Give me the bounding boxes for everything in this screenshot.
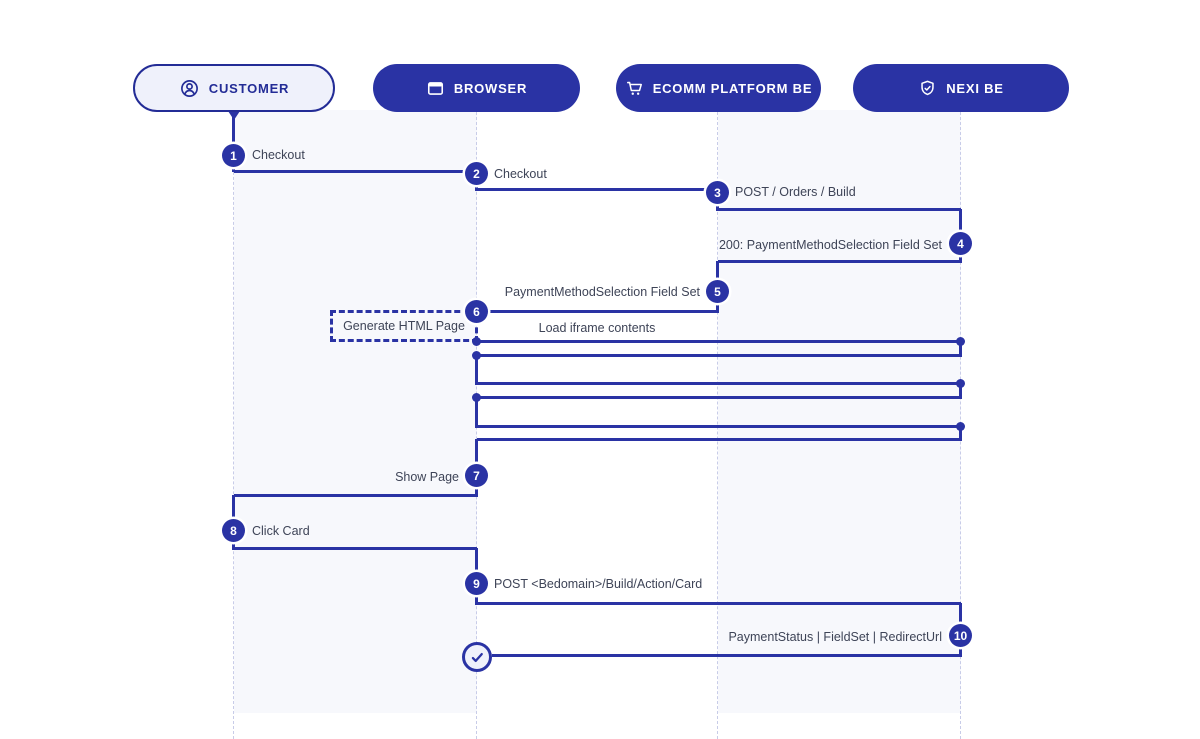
flow-line: [959, 383, 962, 399]
sync-dot: [956, 422, 965, 431]
step-2-badge: 2: [465, 162, 488, 185]
flow-line: [477, 188, 718, 191]
flow-line: [477, 602, 961, 605]
flow-line: [477, 396, 961, 399]
flow-line: [477, 354, 961, 357]
flow-line: [718, 260, 961, 263]
flow-line: [477, 382, 961, 385]
step-10-label: PaymentStatus | FieldSet | RedirectUrl: [728, 630, 942, 644]
shopping-cart-icon: [625, 79, 644, 98]
background-panel: [234, 110, 477, 713]
step-1-label: Checkout: [252, 148, 305, 162]
sync-dot: [956, 379, 965, 388]
step-8-badge: 8: [222, 519, 245, 542]
step-9-label: POST <Bedomain>/Build/Action/Card: [494, 577, 703, 591]
note-load-iframe-contents: Load iframe contents: [538, 321, 656, 335]
step-7-label: Show Page: [395, 470, 459, 484]
note-generate-html-page: Generate HTML Page: [330, 310, 478, 342]
flow-line: [475, 397, 478, 428]
step-10-badge: 10: [949, 624, 972, 647]
flow-line: [477, 340, 961, 343]
flow-line: [232, 112, 235, 172]
step-7-badge: 7: [465, 464, 488, 487]
flow-line: [477, 425, 961, 428]
step-9-badge: 9: [465, 572, 488, 595]
flow-line: [475, 355, 478, 385]
actor-pill-browser: BROWSER: [373, 64, 580, 112]
lifeline-customer: [233, 112, 234, 739]
flow-line: [718, 208, 961, 211]
sync-dot: [472, 351, 481, 360]
flow-line: [234, 547, 477, 550]
step-3-badge: 3: [706, 181, 729, 204]
step-5-label: PaymentMethodSelection Field Set: [504, 285, 700, 299]
step-4-label: 200: PaymentMethodSelection Field Set: [718, 238, 942, 252]
sync-dot: [472, 393, 481, 402]
success-check-icon: [462, 642, 492, 672]
step-8-label: Click Card: [252, 524, 310, 538]
flow-line: [492, 654, 961, 657]
step-4-badge: 4: [949, 232, 972, 255]
step-6-badge: 6: [465, 300, 488, 323]
actor-label: NEXI BE: [946, 80, 1004, 96]
sync-dot: [956, 337, 965, 346]
step-5-badge: 5: [706, 280, 729, 303]
step-3-label: POST / Orders / Build: [735, 185, 856, 199]
actor-label: CUSTOMER: [208, 80, 290, 96]
flow-line: [959, 425, 962, 441]
start-pointer: [228, 111, 240, 120]
step-2-label: Checkout: [494, 167, 547, 181]
note-label: Generate HTML Page: [343, 319, 465, 333]
shield-check-icon: [918, 79, 937, 98]
browser-window-icon: [426, 79, 445, 98]
flow-line: [234, 170, 477, 173]
flow-line: [959, 341, 962, 357]
user-icon: [179, 78, 200, 99]
actor-pill-ecomm: ECOMM PLATFORM BE: [616, 64, 821, 112]
actor-pill-customer: CUSTOMER: [133, 64, 335, 112]
actor-label: ECOMM PLATFORM BE: [652, 80, 813, 96]
step-1-badge: 1: [222, 144, 245, 167]
flow-line: [477, 438, 961, 441]
flow-line: [477, 310, 718, 313]
actor-pill-nexi: NEXI BE: [853, 64, 1069, 112]
flow-line: [234, 494, 477, 497]
actor-label: BROWSER: [453, 80, 528, 96]
